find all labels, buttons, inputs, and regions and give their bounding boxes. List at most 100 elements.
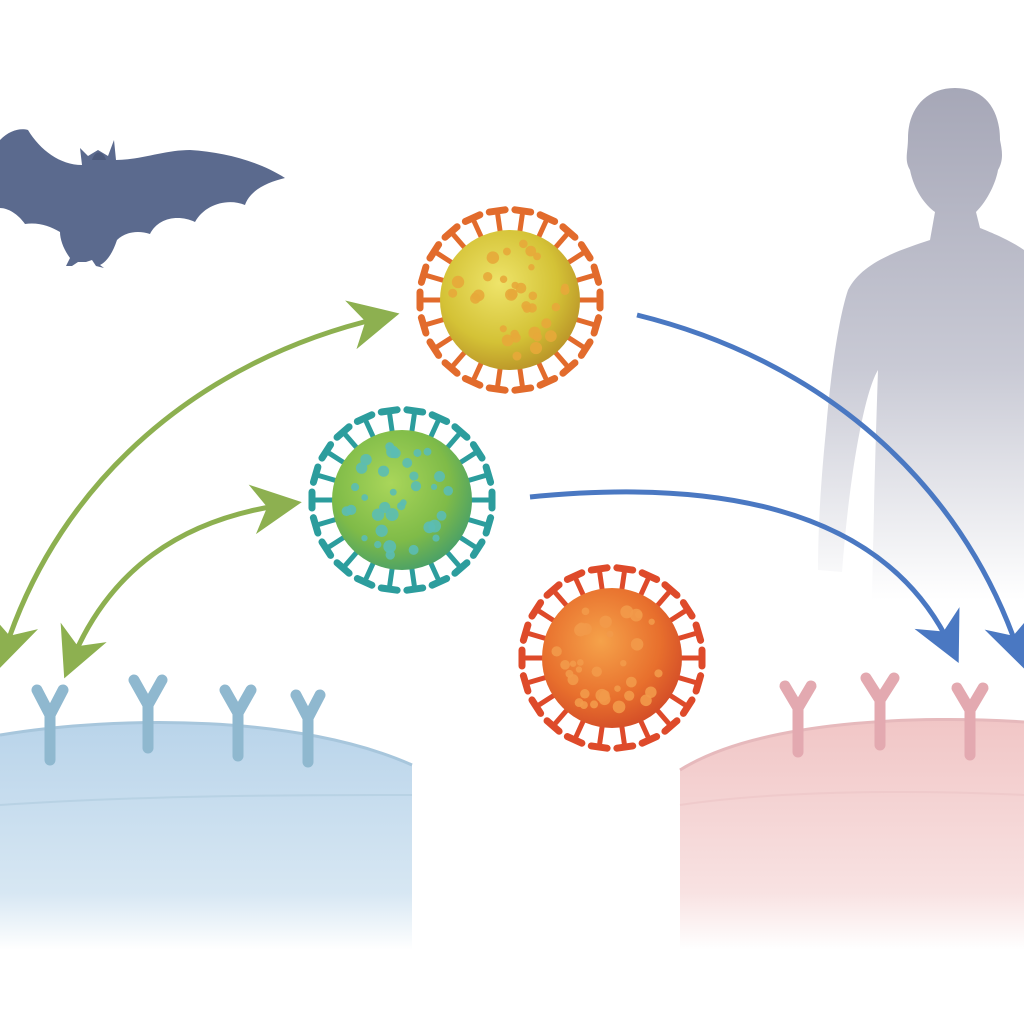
- arrow-bat-cell-to-green-virus: [60, 484, 302, 679]
- virus-green-icon: [308, 406, 496, 594]
- virus-surface-bump: [567, 674, 579, 686]
- virus-spike-head: [451, 423, 471, 441]
- virus-spike-head: [519, 621, 532, 644]
- virus-spike-head: [511, 384, 535, 394]
- virus-surface-bump: [625, 676, 637, 688]
- virus-spike-head: [536, 375, 559, 389]
- virus-surface-bump: [351, 483, 360, 492]
- virus-spike-head: [482, 514, 495, 537]
- virus-spike-head: [661, 717, 681, 735]
- receptor: [290, 689, 326, 768]
- virus-surface-bump: [409, 471, 419, 481]
- virus-spike-head: [638, 569, 661, 583]
- virus-spike-head: [377, 406, 401, 416]
- virus-surface-bump: [443, 486, 454, 496]
- virus-spike-head: [590, 263, 603, 286]
- virus-spike-head: [590, 314, 603, 337]
- virus-spike-head: [403, 584, 427, 594]
- virus-spike-head: [428, 575, 451, 589]
- virus-surface-bump: [408, 544, 419, 555]
- virus-surface-bump: [528, 264, 535, 271]
- virus-spike-head: [482, 463, 495, 486]
- virus-spike-head: [692, 672, 705, 695]
- virus-surface-bump: [574, 623, 587, 637]
- virus-surface-bump: [377, 465, 390, 477]
- virus-surface-bump: [448, 288, 458, 298]
- virus-surface-bump: [522, 304, 532, 313]
- virus-spike-head: [679, 696, 696, 717]
- virus-surface-bump: [528, 291, 538, 301]
- virus-spike-head: [353, 575, 376, 589]
- virus-spike-head: [333, 559, 353, 577]
- virus-surface-bump: [614, 685, 621, 692]
- virus-spike-head: [613, 742, 637, 752]
- receptor: [951, 682, 989, 761]
- virus-surface-bump: [519, 239, 528, 249]
- virus-spike-head: [528, 599, 545, 620]
- virus-spike-head: [587, 564, 611, 574]
- virus-spike-head: [543, 581, 563, 599]
- virus-surface-bump: [434, 471, 446, 482]
- virus-surface-bump: [499, 325, 507, 333]
- virus-surface-bump: [400, 499, 407, 506]
- virus-spike-head: [309, 463, 322, 486]
- virus-surface-bump: [389, 488, 397, 496]
- virus-spike-head: [428, 411, 451, 425]
- virus-surface-bump: [574, 698, 584, 708]
- virus-surface-bump: [551, 302, 561, 312]
- virus-surface-bump: [385, 550, 395, 560]
- virus-surface-bump: [511, 281, 519, 289]
- virus-spike-head: [353, 411, 376, 425]
- virus-surface-bump: [569, 660, 577, 667]
- virus-surface-bump: [499, 275, 508, 283]
- virus-surface-bump: [375, 524, 388, 537]
- virus-spike-head: [441, 223, 461, 241]
- virus-spike-head: [461, 211, 484, 225]
- virus-surface-bump: [361, 494, 369, 501]
- virus-surface-bump: [620, 659, 627, 667]
- virus-surface-bump: [385, 508, 399, 522]
- human-silhouette-icon: [818, 88, 1024, 600]
- virus-surface-bump: [512, 351, 522, 361]
- virus-surface-bump: [510, 329, 519, 339]
- virus-surface-bump: [529, 341, 543, 355]
- virus-spike-head: [417, 263, 430, 286]
- arrow-green-virus-to-human-cell: [529, 489, 960, 664]
- virus-surface-bump: [645, 686, 657, 698]
- virus-surface-bump: [541, 318, 552, 329]
- virus-body: [542, 588, 682, 728]
- virus-surface-bump: [533, 252, 541, 261]
- virus-surface-bump: [590, 700, 599, 709]
- virus-surface-bump: [635, 610, 643, 619]
- virus-spike-head: [577, 338, 594, 359]
- virus-spike-head: [469, 441, 486, 462]
- virus-spike-head: [485, 384, 509, 394]
- virus-spike-head: [528, 696, 545, 717]
- virus-spike-head: [441, 359, 461, 377]
- virus-surface-bump: [576, 659, 584, 666]
- virus-red-icon: [518, 564, 706, 752]
- virus-spike-head: [417, 314, 430, 337]
- virus-surface-bump: [410, 480, 422, 492]
- virus-spike-head: [461, 375, 484, 389]
- virus-spike-head: [333, 423, 353, 441]
- virus-spike-head: [638, 733, 661, 747]
- virus-surface-bump: [472, 289, 485, 302]
- virus-surface-bump: [581, 607, 590, 616]
- virus-surface-bump: [432, 534, 440, 542]
- virus-surface-bump: [355, 462, 368, 474]
- virus-surface-bump: [386, 445, 399, 459]
- arrow-bat-cell-to-yellow-virus: [0, 300, 400, 670]
- virus-spike-head: [309, 514, 322, 537]
- virus-surface-bump: [575, 666, 583, 673]
- virus-spike-head: [563, 733, 586, 747]
- virus-surface-bump: [423, 447, 432, 456]
- receptor: [219, 684, 257, 762]
- receptor: [860, 672, 900, 751]
- virus-surface-bump: [383, 540, 397, 553]
- virus-spike-head: [426, 241, 443, 262]
- virus-surface-bump: [361, 534, 368, 542]
- virus-surface-bump: [606, 630, 614, 638]
- virus-spike-head: [519, 672, 532, 695]
